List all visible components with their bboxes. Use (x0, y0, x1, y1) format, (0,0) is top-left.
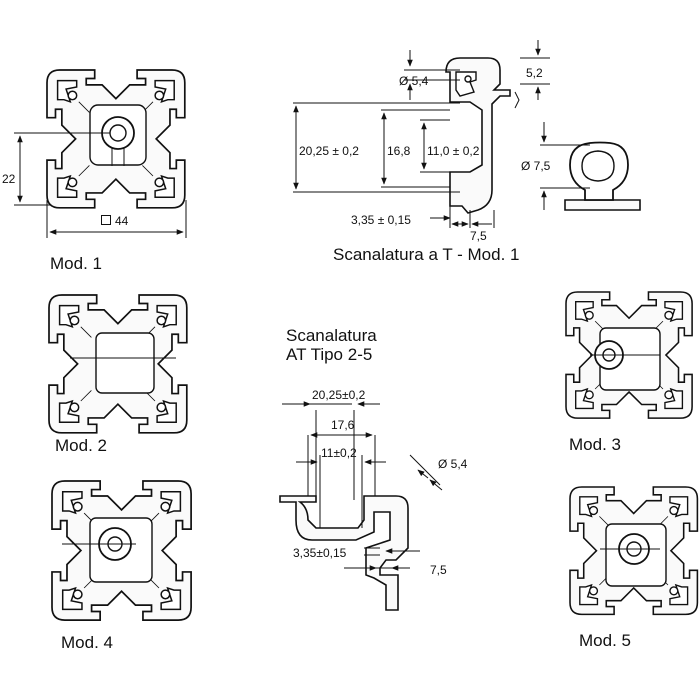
t-slot-3-35: 3,35 ± 0,15 (351, 213, 411, 227)
mod1-label: Mod. 1 (50, 254, 102, 273)
mod1-dimension-lines (14, 132, 187, 238)
profile-mod-2 (48, 294, 188, 434)
mod4-label: Mod. 4 (61, 633, 113, 652)
mod1-width-dimension: 44 (115, 214, 129, 228)
at-slot-20-25: 20,25±0,2 (312, 388, 366, 402)
t-slot-dimension-lines (293, 40, 550, 228)
t-slot-5-2: 5,2 (526, 66, 543, 80)
at-slot-11: 11±0,2 (321, 446, 357, 460)
mod2-label: Mod. 2 (55, 436, 107, 455)
at-slot-diameter-5-4: Ø 5,4 (438, 457, 468, 471)
profile-mod-5 (569, 486, 699, 616)
mod5-label: Mod. 5 (579, 631, 631, 650)
t-slot-diameter-5-4: Ø 5,4 (399, 74, 429, 88)
at-slot-section (279, 401, 443, 611)
profile-mod-1 (46, 69, 186, 209)
profile-mod-4 (51, 480, 192, 621)
t-slot-section (445, 57, 520, 214)
at-slot-3-35: 3,35±0,15 (293, 546, 347, 560)
t-slot-16-8: 16,8 (387, 144, 411, 158)
t-slot-7-5: 7,5 (470, 229, 487, 243)
profile-mod-3 (565, 291, 693, 419)
at-slot-title-line1: Scanalatura (286, 326, 377, 345)
at-slot-17-6: 17,6 (331, 418, 355, 432)
t-slot-title: Scanalatura a T - Mod. 1 (333, 245, 520, 264)
at-slot-7-5: 7,5 (430, 563, 447, 577)
t-nut-diameter-7-5: Ø 7,5 (521, 159, 551, 173)
mod1-width-group: 44 (101, 215, 128, 227)
at-slot-title-line2: AT Tipo 2-5 (286, 345, 373, 364)
t-slot-11-0: 11,0 ± 0,2 (427, 144, 480, 158)
square-dimension-icon (101, 215, 111, 225)
t-slot-20-25: 20,25 ± 0,2 (299, 144, 359, 158)
mod1-height-dimension: 22 (2, 172, 16, 186)
t-nut-section (540, 122, 641, 211)
mod3-label: Mod. 3 (569, 435, 621, 454)
